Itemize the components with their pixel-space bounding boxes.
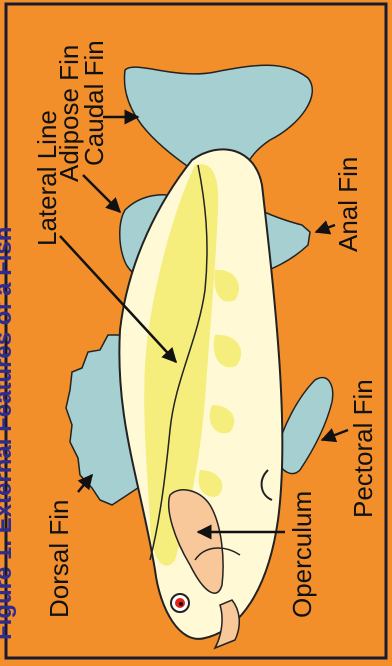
label-operculum: Operculum	[287, 491, 317, 618]
label-anal-fin: Anal Fin	[333, 157, 363, 252]
figure-title: Figure 1. External Features of a Fish	[0, 227, 17, 640]
label-caudal-fin: Caudal Fin	[79, 40, 109, 166]
label-dorsal-fin: Dorsal Fin	[44, 500, 74, 618]
label-pectoral-fin: Pectoral Fin	[348, 379, 378, 518]
eye-pupil	[179, 602, 183, 606]
